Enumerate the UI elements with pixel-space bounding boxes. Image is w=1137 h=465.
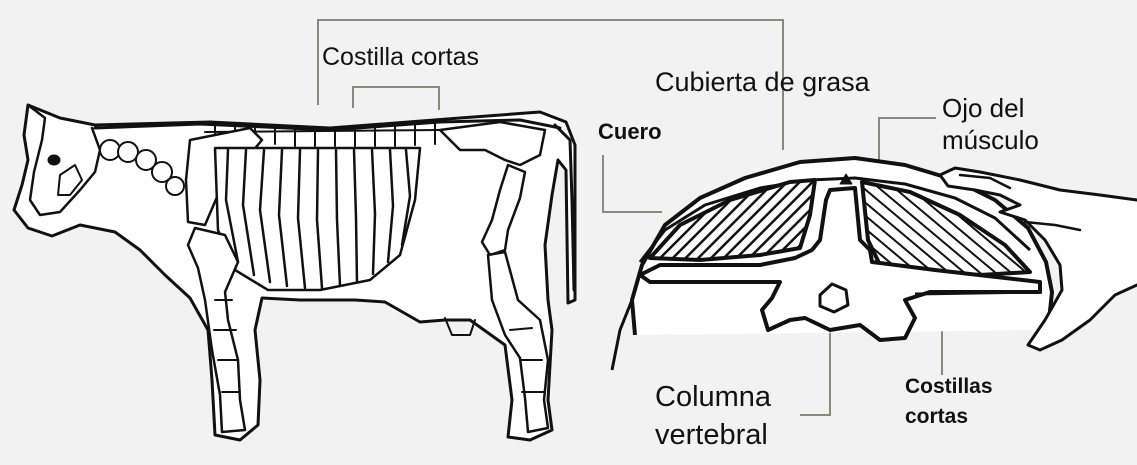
label-columna-vertebral: Columna vertebral bbox=[655, 378, 771, 454]
label-ojo-del-musculo: Ojo del músculo bbox=[942, 92, 1039, 156]
label-ojo-line1: Ojo del bbox=[942, 92, 1039, 124]
label-columna-line1: Columna bbox=[655, 378, 771, 416]
label-costillas-line1: Costillas bbox=[905, 372, 993, 402]
label-cubierta-de-grasa: Cubierta de grasa bbox=[655, 68, 870, 96]
label-costillas-cortas: Costillas cortas bbox=[905, 372, 993, 432]
cow-illustration bbox=[14, 105, 575, 440]
label-columna-line2: vertebral bbox=[655, 416, 771, 454]
leader-cuero bbox=[603, 155, 662, 212]
label-ojo-line2: músculo bbox=[942, 124, 1039, 156]
cow-eye bbox=[48, 155, 60, 165]
label-costillas-line2: cortas bbox=[905, 402, 993, 432]
leader-costilla-bracket bbox=[353, 87, 439, 110]
label-costilla-cortas: Costilla cortas bbox=[322, 44, 479, 70]
label-cuero: Cuero bbox=[598, 120, 662, 143]
short-ribs bbox=[915, 292, 1042, 294]
